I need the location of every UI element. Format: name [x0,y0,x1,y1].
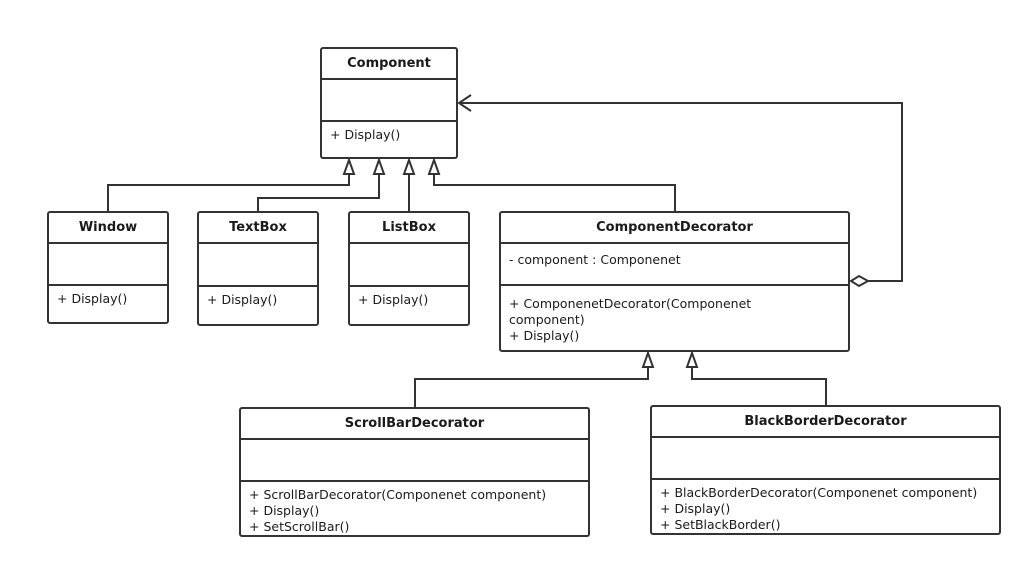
operation: + Display() [207,292,278,307]
open-arrow-head [457,94,472,112]
class-name: TextBox [199,213,317,244]
aggregation-line [459,102,903,282]
class-operations: + Display() [350,287,468,324]
class-component[interactable]: Component + Display() [320,47,458,159]
aggregation-diamond [849,274,871,288]
triangle-head-decorator [427,157,441,175]
class-attributes: - component : Componenet [501,244,848,286]
class-name: Component [322,49,456,80]
class-blackborder-decorator[interactable]: BlackBorderDecorator + BlackBorderDecora… [650,405,1001,535]
operation: + Display() [57,291,128,306]
attribute: - component : Componenet [509,252,681,267]
class-operations: + ScrollBarDecorator(Componenet componen… [241,482,588,535]
class-name: BlackBorderDecorator [652,407,999,438]
class-attributes [241,440,588,482]
class-listbox[interactable]: ListBox + Display() [348,211,470,326]
operation: + ComponenetDecorator(Componenet compone… [509,296,752,327]
operation: + ScrollBarDecorator(Componenet componen… [249,487,547,502]
class-window[interactable]: Window + Display() [47,211,169,324]
class-operations: + Display() [322,122,456,157]
triangle-head-scrollbar [641,350,655,368]
class-attributes [322,80,456,122]
class-name: ListBox [350,213,468,244]
class-name: Window [49,213,167,244]
operation: + BlackBorderDecorator(Componenet compon… [660,485,978,500]
class-name: ScrollBarDecorator [241,409,588,440]
generalization-decorator-component [433,174,676,212]
generalization-scrollbar-decorator [414,367,649,408]
class-attributes [49,244,167,286]
generalization-blackborder-decorator [691,367,827,406]
generalization-textbox-component [257,174,380,212]
class-attributes [652,438,999,480]
class-operations: + BlackBorderDecorator(Componenet compon… [652,480,999,533]
class-operations: + Display() [49,286,167,322]
operation: + Display() [358,292,429,307]
operation: + SetBlackBorder() [660,517,781,532]
operation: + Display() [660,501,731,516]
operation: + Display() [330,127,401,142]
class-textbox[interactable]: TextBox + Display() [197,211,319,326]
class-attributes [350,244,468,287]
class-operations: + ComponenetDecorator(Componenet compone… [501,286,848,350]
class-scrollbar-decorator[interactable]: ScrollBarDecorator + ScrollBarDecorator(… [239,407,590,537]
class-name: ComponentDecorator [501,213,848,244]
triangle-head-blackborder [685,350,699,368]
class-operations: + Display() [199,287,317,324]
operation: + Display() [249,503,320,518]
triangle-head-window [342,157,356,175]
triangle-head-textbox [372,157,386,175]
generalization-window-component [107,174,350,212]
operation: + SetScrollBar() [249,519,350,534]
class-component-decorator[interactable]: ComponentDecorator - component : Compone… [499,211,850,352]
triangle-head-listbox [402,157,416,175]
class-attributes [199,244,317,287]
operation: + Display() [509,328,580,343]
